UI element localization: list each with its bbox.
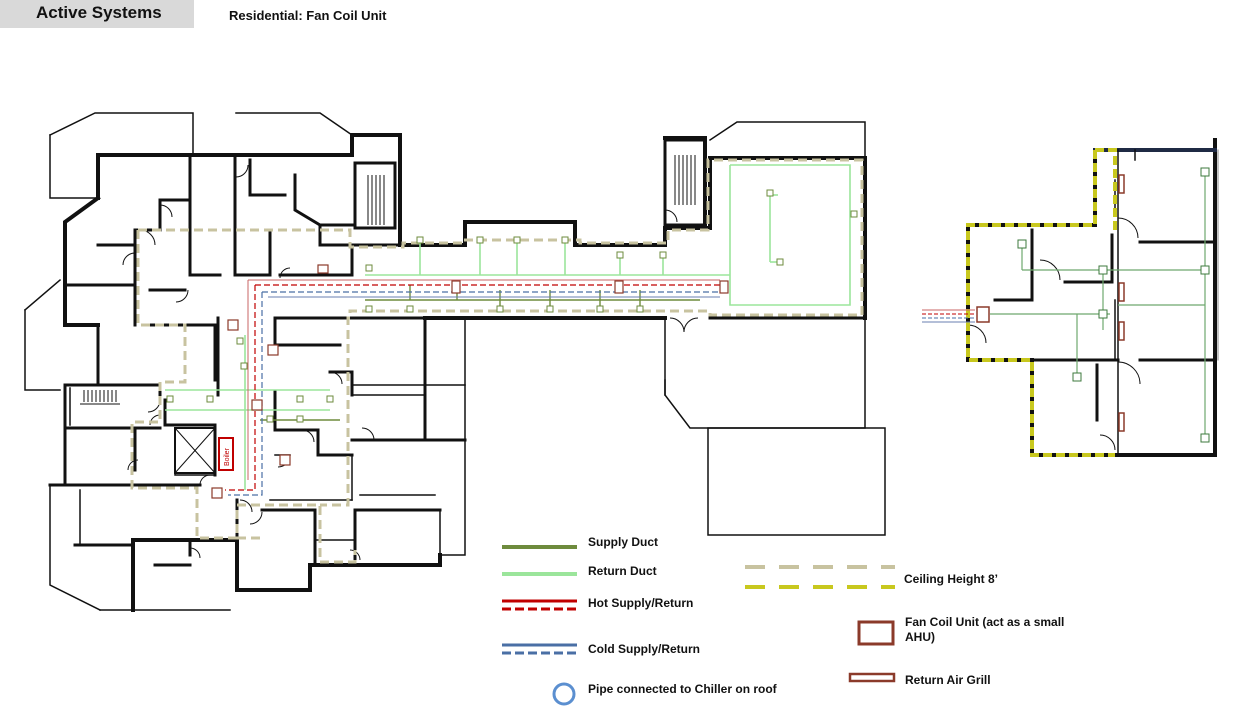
- corridor-walls: [398, 121, 886, 536]
- legend-hot-supply-return: Hot Supply/Return: [588, 596, 694, 610]
- door-swings: [122, 164, 699, 561]
- legend-supply-duct: Supply Duct: [588, 535, 659, 549]
- unit-diffusers: [1017, 167, 1210, 443]
- ceiling-boundary-unit: [966, 148, 1117, 457]
- legend-swatch-return-air-grill: [848, 672, 896, 683]
- unit-fan-coil: [976, 306, 990, 323]
- unit-pipes: [922, 309, 975, 323]
- legend-return-duct: Return Duct: [588, 564, 657, 578]
- diffuser-markers: [166, 189, 858, 423]
- unit-return-grills: [1118, 174, 1125, 432]
- boiler-label: Boiler: [224, 447, 231, 466]
- boiler: Boiler: [218, 437, 234, 471]
- legend-swatch-cold-supply-return: [502, 643, 577, 655]
- unit-return-ducts: [990, 172, 1206, 440]
- legend-ceiling-height: Ceiling Height 8’: [904, 572, 999, 586]
- unit-door-swings: [967, 217, 1141, 451]
- legend-swatch-ceiling-height: [745, 565, 895, 589]
- stair-hatch: [80, 175, 385, 405]
- return-duct-lines: [165, 164, 851, 490]
- legend-swatches: [502, 545, 896, 706]
- legend-swatch-chiller-pipe: [552, 682, 576, 706]
- cold-pipe-lines: [228, 291, 720, 496]
- stair-hatch-right: [674, 155, 696, 205]
- ceiling-boundary-main: [130, 158, 864, 564]
- supply-duct-lines: [260, 285, 700, 421]
- legend-return-air-grill: Return Air Grill: [905, 673, 991, 687]
- unit-plan-walls: [966, 138, 1219, 457]
- fan-coil-markers: [211, 264, 729, 499]
- legend-swatch-hot-supply-return: [502, 599, 577, 611]
- page-title: Residential: Fan Coil Unit: [229, 8, 387, 23]
- legend-cold-supply-return: Cold Supply/Return: [588, 642, 700, 656]
- legend-swatch-fan-coil-unit: [857, 620, 895, 646]
- legend-chiller-pipe: Pipe connected to Chiller on roof: [588, 682, 777, 696]
- hot-cold-solid: [247, 279, 720, 480]
- section-tab[interactable]: Active Systems: [0, 0, 194, 28]
- hot-pipe-lines: [225, 284, 720, 491]
- legend-fan-coil-unit: Fan Coil Unit (act as a small AHU): [905, 615, 1065, 644]
